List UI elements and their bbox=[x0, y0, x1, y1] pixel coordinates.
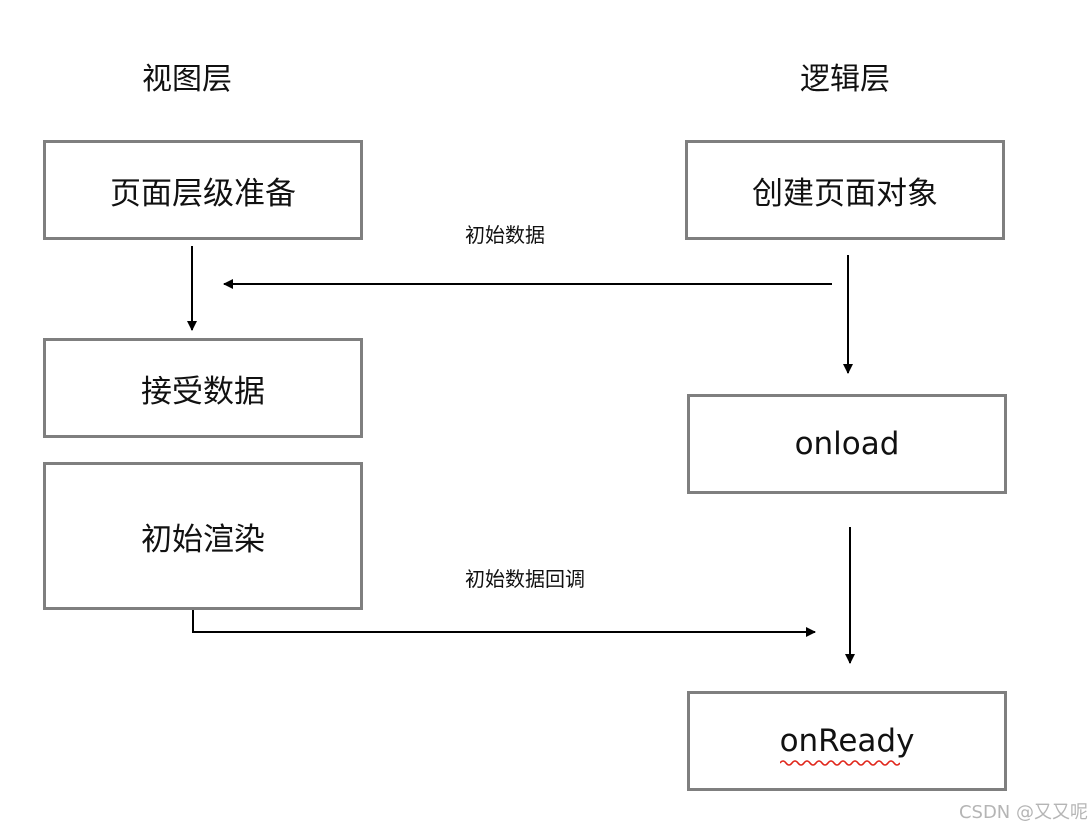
receive-data-node: 接受数据 bbox=[43, 338, 363, 438]
watermark: CSDN @又又呢 bbox=[958, 802, 1088, 823]
page-prepare-label: 页面层级准备 bbox=[110, 175, 296, 212]
onready-label: onReady bbox=[779, 723, 915, 766]
create-page-label: 创建页面对象 bbox=[752, 175, 938, 212]
onready-node: onReady bbox=[687, 691, 1007, 791]
initial-data-label: 初始数据 bbox=[465, 223, 545, 247]
initial-render-node: 初始渲染 bbox=[43, 462, 363, 610]
onready-text: onReady bbox=[779, 723, 915, 759]
onload-label: onload bbox=[794, 426, 900, 462]
onload-node: onload bbox=[687, 394, 1007, 494]
arrow-initial-data-callback bbox=[192, 610, 816, 637]
view-layer-title: 视图层 bbox=[142, 62, 232, 97]
initial-render-label: 初始渲染 bbox=[141, 521, 265, 558]
spellcheck-underline bbox=[779, 760, 900, 766]
page-prepare-node: 页面层级准备 bbox=[43, 140, 363, 240]
initial-data-callback-label: 初始数据回调 bbox=[465, 567, 585, 591]
create-page-node: 创建页面对象 bbox=[685, 140, 1005, 240]
logic-layer-title: 逻辑层 bbox=[800, 62, 890, 97]
receive-data-label: 接受数据 bbox=[141, 373, 265, 410]
